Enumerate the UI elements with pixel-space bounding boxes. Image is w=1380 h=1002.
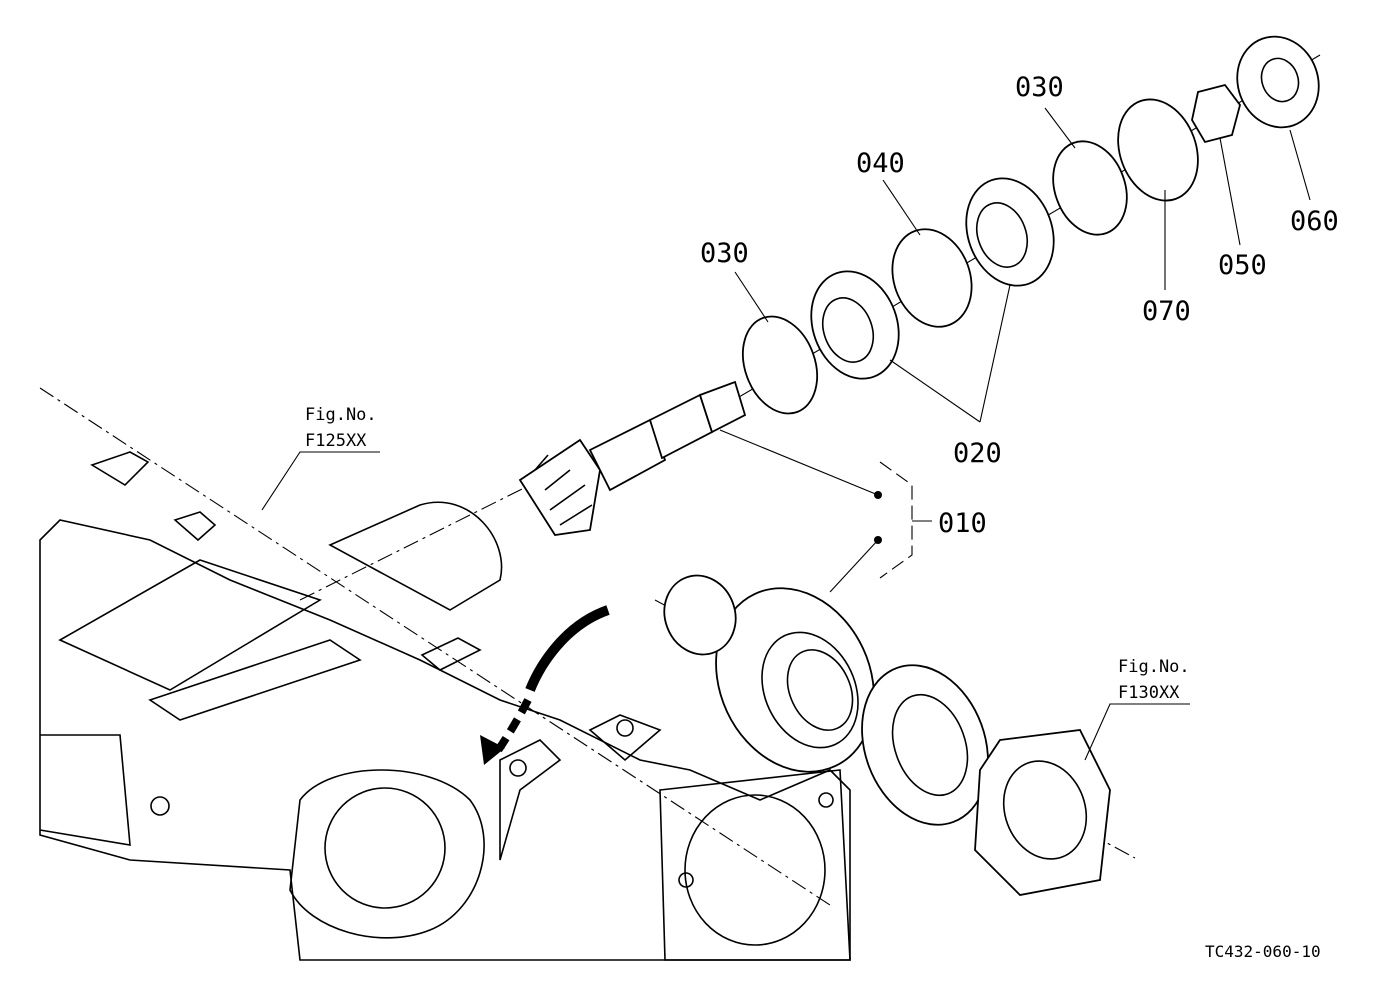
pinion-shaft-spline xyxy=(698,380,747,434)
snap-ring-070 xyxy=(1117,98,1199,202)
pinion-shaft xyxy=(518,380,747,536)
oil-seal-060 xyxy=(1236,35,1320,129)
flange-bore xyxy=(684,794,826,946)
flange-hole-top xyxy=(818,792,834,808)
diff-carrier-bore xyxy=(1002,760,1088,860)
arrow-head xyxy=(480,735,505,765)
pinion-gear-teeth xyxy=(518,438,601,536)
transmission-housing xyxy=(39,451,851,961)
fig-ref-f130-number: F130XX xyxy=(1118,683,1180,703)
leader-010-a xyxy=(719,429,879,496)
pinion-tooth-lines xyxy=(534,454,593,526)
housing-flange xyxy=(659,769,851,961)
ring-gear xyxy=(715,587,875,773)
housing-pad-left xyxy=(90,451,150,487)
arrow-dashed-part xyxy=(491,698,532,758)
housing-boss xyxy=(289,769,485,939)
callout-060: 060 xyxy=(1290,206,1339,237)
leader-040 xyxy=(882,179,921,236)
nut-050 xyxy=(1191,83,1241,144)
housing-pad-right xyxy=(588,714,662,762)
callout-070: 070 xyxy=(1142,296,1191,327)
pinion-axis-line xyxy=(299,469,561,601)
bearing-020-right-bore xyxy=(975,202,1029,268)
bearing-020-left-bore xyxy=(821,297,875,363)
callout-050: 050 xyxy=(1218,250,1267,281)
collar-030-left xyxy=(742,315,818,415)
leader-050 xyxy=(1219,137,1241,246)
housing-top-face xyxy=(58,559,322,691)
callout-labels: 030 040 030 060 050 070 020 010 xyxy=(700,72,1339,539)
figure-references: Fig.No. F125XX Fig.No. F130XX xyxy=(305,405,1190,703)
oil-seal-060-lip xyxy=(1260,57,1300,103)
pinion-housing-boss xyxy=(328,501,503,611)
leader-060 xyxy=(1289,129,1311,201)
lug-hole xyxy=(509,759,527,777)
callout-020: 020 xyxy=(953,438,1002,469)
housing-hole xyxy=(150,796,170,816)
housing-left-end xyxy=(39,734,131,846)
housing-bore xyxy=(324,787,446,909)
leader-030-right xyxy=(1044,107,1076,149)
fig-ref-f130-label: Fig.No. xyxy=(1118,657,1190,677)
leader-fig-f125 xyxy=(261,451,380,511)
leader-030-left xyxy=(734,271,769,323)
diff-bearing-outer xyxy=(861,664,989,826)
diff-carrier-flange xyxy=(974,729,1111,896)
leader-020-b xyxy=(979,284,1011,423)
leader-010-b xyxy=(829,539,879,593)
rotation-arrow xyxy=(480,605,610,765)
shaft-components xyxy=(742,35,1320,415)
ring-gear-hub xyxy=(761,631,859,749)
differential-bearing xyxy=(861,664,1111,896)
diff-bearing-inner xyxy=(891,693,969,797)
fig-ref-f125-number: F125XX xyxy=(305,431,367,451)
callout-010: 010 xyxy=(938,508,987,539)
collar-030-right xyxy=(1052,140,1128,236)
document-id: TC432-060-10 xyxy=(1205,942,1321,961)
ring-gear-bore xyxy=(786,649,854,731)
housing-ridge xyxy=(148,639,362,721)
fig-ref-f125-label: Fig.No. xyxy=(305,405,377,425)
flange-hole-left xyxy=(678,872,694,888)
leader-010-dot-b xyxy=(874,536,882,544)
housing-axis-line xyxy=(39,387,831,906)
callout-030-left: 030 xyxy=(700,238,749,269)
ring-gear-body xyxy=(715,587,875,773)
arrow-solid-part xyxy=(525,605,610,692)
housing-outline xyxy=(39,519,851,961)
callout-040: 040 xyxy=(856,148,905,179)
snap-ring-left xyxy=(663,574,737,656)
pinion-shaft-body xyxy=(588,418,667,492)
housing-pad-centre xyxy=(420,637,482,671)
leader-010-dot-a xyxy=(874,491,882,499)
callout-030-right: 030 xyxy=(1015,72,1064,103)
housing-pad-mid xyxy=(173,511,217,542)
leader-lines xyxy=(261,107,1311,761)
leader-fig-f130 xyxy=(1084,703,1190,761)
set-bracket-010 xyxy=(879,461,913,579)
housing-lug xyxy=(499,739,562,861)
pad-hole xyxy=(616,719,634,737)
leader-020-a xyxy=(889,359,981,423)
collar-040 xyxy=(891,228,973,328)
